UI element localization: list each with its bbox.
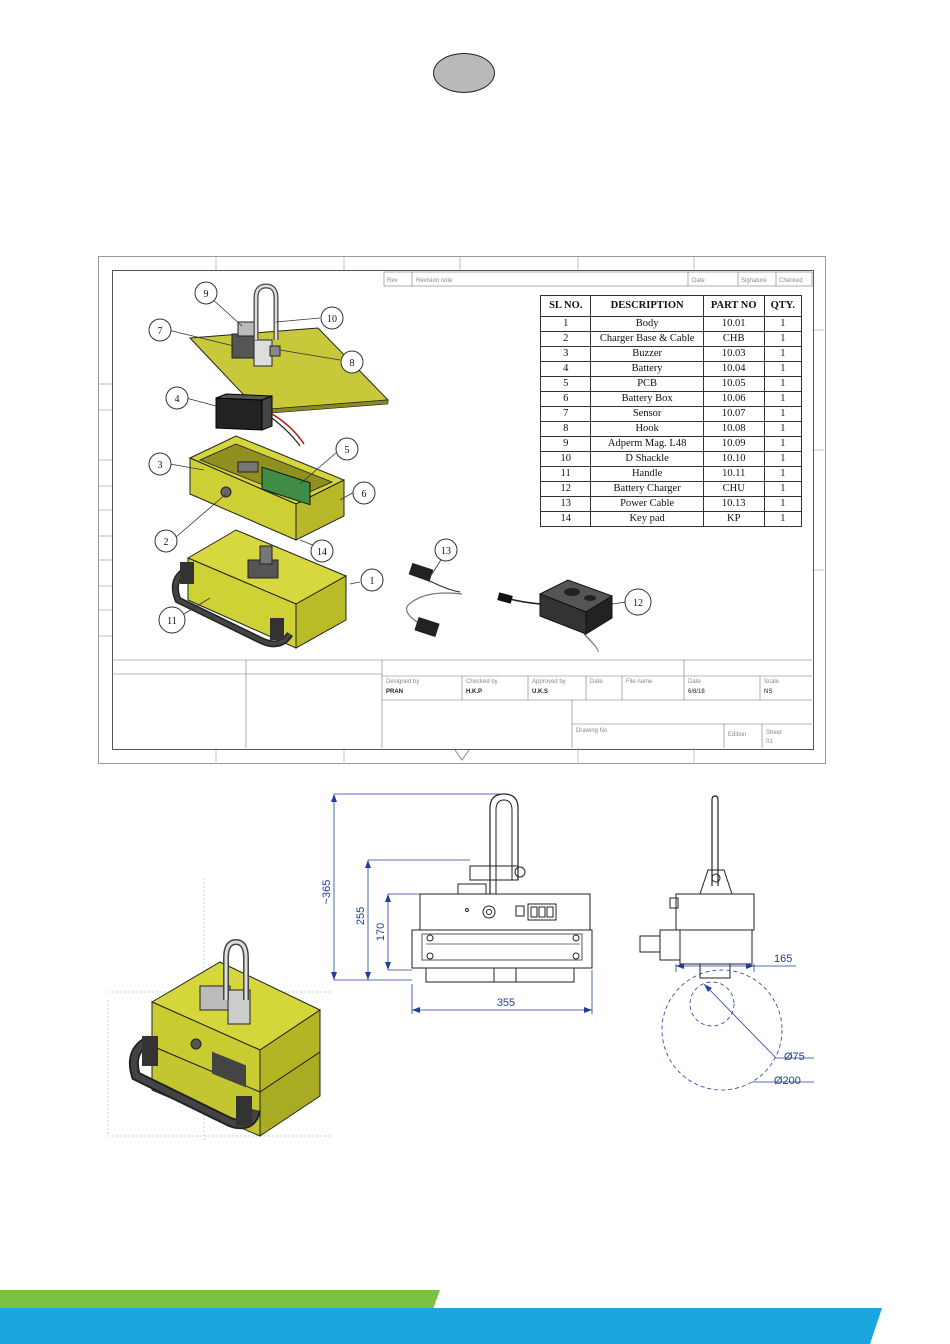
callout-2: 2 <box>164 537 169 548</box>
dimension-arrowheads <box>331 794 592 1013</box>
tb-date2-value: 6/8/18 <box>688 689 705 695</box>
callout-3: 3 <box>158 460 163 471</box>
approved-by-label: Approved by <box>532 679 566 685</box>
callout-8: 8 <box>350 358 355 369</box>
front-view-dimensions <box>333 793 593 1014</box>
sheet-value: 01 <box>766 739 773 745</box>
battery-charger <box>497 579 614 653</box>
approved-by-value: U.K.S <box>532 689 548 695</box>
center-mark <box>454 749 470 761</box>
callout-1: 1 <box>370 576 375 587</box>
callout-12: 12 <box>633 598 643 609</box>
bom-col-qty: QTY. <box>763 295 803 317</box>
callout-circles <box>148 281 652 634</box>
checked-label: Checked <box>779 278 803 284</box>
edition-label: Edition <box>728 732 746 738</box>
callout-6: 6 <box>362 489 367 500</box>
callout-9: 9 <box>204 289 209 300</box>
callout-7: 7 <box>158 326 163 337</box>
margin-ticks <box>98 256 824 762</box>
callout-10: 10 <box>327 314 337 325</box>
dim-depth-165: 165 <box>774 953 792 965</box>
bom-header-row: SL NO. DESCRIPTION PART NO QTY. <box>539 295 803 317</box>
bom-cell-qty: 1 <box>763 511 803 527</box>
side-view-dimensions <box>661 964 814 1091</box>
designed-by-label: Designed by <box>386 679 419 685</box>
rev-label: Rev <box>387 278 398 284</box>
section-marker-oval <box>433 53 495 93</box>
callout-14: 14 <box>317 547 327 558</box>
dim-height-170: 170 <box>375 923 387 941</box>
callout-5: 5 <box>345 445 350 456</box>
tb-date2-label: Date <box>688 679 701 685</box>
bom-cell-description: Key pad <box>590 511 704 527</box>
scale-label: Scale <box>764 679 780 685</box>
top-plate <box>188 283 390 415</box>
designed-by-value: PRAN <box>386 689 403 695</box>
isometric-render <box>107 878 330 1140</box>
dim-diameter-75: Ø75 <box>784 1051 805 1063</box>
revision-strip <box>383 271 813 287</box>
battery-box <box>188 435 346 541</box>
date-label: Date <box>692 278 705 284</box>
drawing-frame <box>112 270 814 750</box>
revision-note-label: Revision note <box>416 278 453 284</box>
dim-height-255: 255 <box>355 907 367 925</box>
footer-green-band <box>0 1290 440 1312</box>
tb-date-label: Date <box>590 679 603 685</box>
checked-by-value: H.K.P <box>466 689 482 695</box>
callout-4: 4 <box>175 394 180 405</box>
title-block-grid <box>112 659 812 748</box>
dim-width-355: 355 <box>497 997 515 1009</box>
front-view <box>411 793 593 983</box>
dim-diameter-200: Ø200 <box>774 1075 801 1087</box>
signature-label: Signature <box>741 278 767 284</box>
side-arrowheads <box>676 963 754 992</box>
footer-blue-band <box>0 1308 882 1344</box>
body <box>171 529 348 649</box>
dim-overall-height: ~365 <box>321 880 333 905</box>
battery <box>215 393 305 447</box>
sheet-label: Sheet <box>766 730 782 736</box>
scale-value: NS <box>764 689 772 695</box>
callout-11: 11 <box>167 616 177 627</box>
callout-13: 13 <box>441 546 451 557</box>
power-cable <box>405 562 463 638</box>
side-view <box>639 795 755 979</box>
drawing-no-label: Drawing No <box>576 728 608 734</box>
bom-cell-sl-no: 12 <box>539 481 592 497</box>
checked-by-label: Checked by <box>466 679 498 685</box>
file-name-label: File name <box>626 679 653 685</box>
bom-cell-sl-no: 14 <box>539 511 592 527</box>
